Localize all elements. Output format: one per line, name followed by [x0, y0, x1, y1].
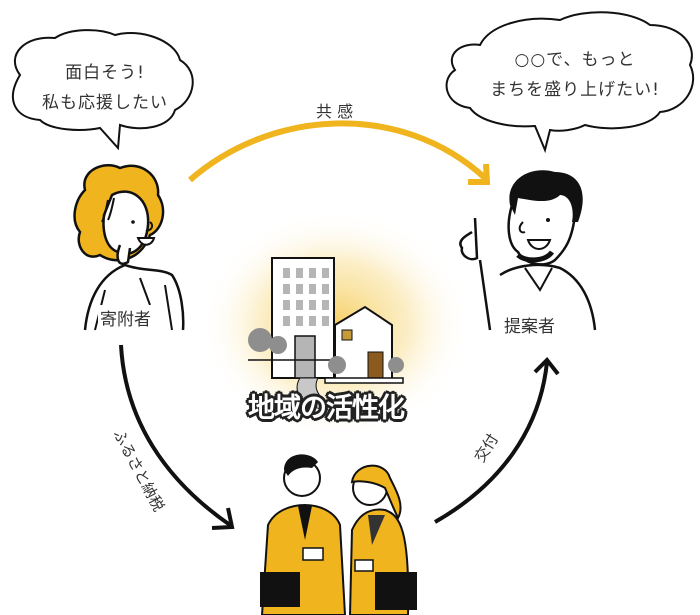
proposer-label: 提案者: [502, 312, 557, 337]
town-illustration: [248, 257, 404, 411]
grant-arrow: [434, 356, 560, 524]
furusato-tax-arrow: [119, 344, 235, 530]
municipality-staff-illustration: [260, 454, 417, 615]
donor-illustration: [73, 163, 185, 331]
donor-speech-bubble: [11, 29, 194, 151]
donor-bubble-line2: 私も応援したい: [42, 93, 168, 113]
donor-bubble-text: 面白そう! 私も応援したい: [35, 58, 175, 118]
proposer-speech-bubble: [445, 11, 695, 154]
proposer-bubble-line2: まちを盛り上げたい!: [490, 80, 660, 100]
donor-label: 寄附者: [98, 305, 153, 330]
donor-bubble-line1: 面白そう!: [65, 63, 145, 83]
regional-revitalization-title: 地域の活性化: [248, 393, 405, 424]
sympathy-label: 共 感: [316, 102, 354, 121]
sympathy-arrow: [188, 120, 491, 185]
proposer-bubble-text: ○○で、もっと まちを盛り上げたい!: [465, 45, 685, 105]
proposer-illustration: [459, 170, 597, 331]
proposer-bubble-line1: ○○で、もっと: [514, 50, 636, 70]
